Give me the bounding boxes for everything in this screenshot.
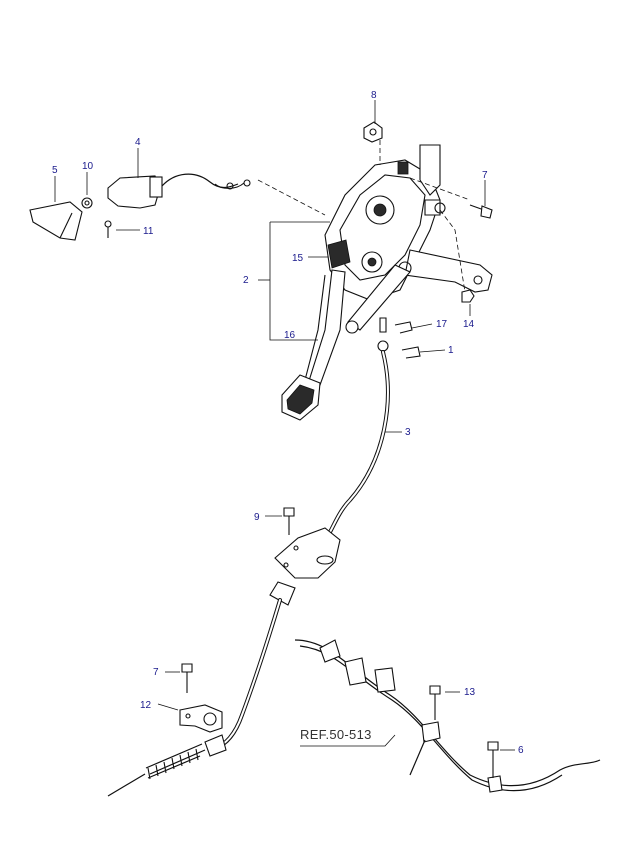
callout-13: 13 (464, 687, 476, 698)
callout-3: 3 (405, 427, 411, 438)
callout-5: 5 (52, 165, 58, 176)
callout-7-lower: 7 (153, 667, 159, 678)
leader-lines (54, 100, 515, 751)
pedal-arm (281, 269, 346, 421)
front-cable (328, 340, 390, 534)
rear-cable (107, 581, 296, 797)
equalizer-plate (274, 527, 341, 579)
rear-cable-reference (294, 639, 601, 793)
bolt-9 (283, 507, 295, 535)
bolt-6 (487, 741, 499, 778)
clip-17 (394, 321, 413, 334)
release-handle-group (29, 173, 251, 241)
callout-16: 16 (284, 330, 296, 341)
dashed-guide-release (257, 179, 326, 216)
callouts: 8 4 10 5 11 7 2 15 16 17 14 1 3 9 7 12 1… (52, 90, 524, 756)
callout-12: 12 (140, 700, 152, 711)
dashed-guide-bolt-7 (409, 177, 471, 201)
callout-2: 2 (243, 275, 249, 286)
bolt-7-top (469, 204, 493, 219)
callout-10: 10 (82, 161, 94, 172)
callout-7-top: 7 (482, 170, 488, 181)
callout-11: 11 (143, 226, 154, 237)
callout-15: 15 (292, 253, 304, 264)
bolt-13 (429, 685, 441, 720)
callout-17: 17 (436, 319, 448, 330)
clamp-12 (179, 704, 223, 733)
callout-1: 1 (448, 345, 454, 356)
callout-14: 14 (463, 319, 475, 330)
nut-14 (461, 289, 475, 303)
callout-9: 9 (254, 512, 260, 523)
reference-label: REF.50-513 (300, 727, 372, 742)
bolt-7-lower (181, 663, 193, 693)
cable-pin (379, 317, 387, 333)
clip-1 (401, 346, 421, 359)
callout-6: 6 (518, 745, 524, 756)
dashed-guide-nut-14 (439, 209, 466, 293)
callout-8: 8 (371, 90, 377, 101)
pedal-assembly (324, 144, 493, 334)
nut-8 (363, 121, 383, 143)
callout-4: 4 (135, 137, 141, 148)
